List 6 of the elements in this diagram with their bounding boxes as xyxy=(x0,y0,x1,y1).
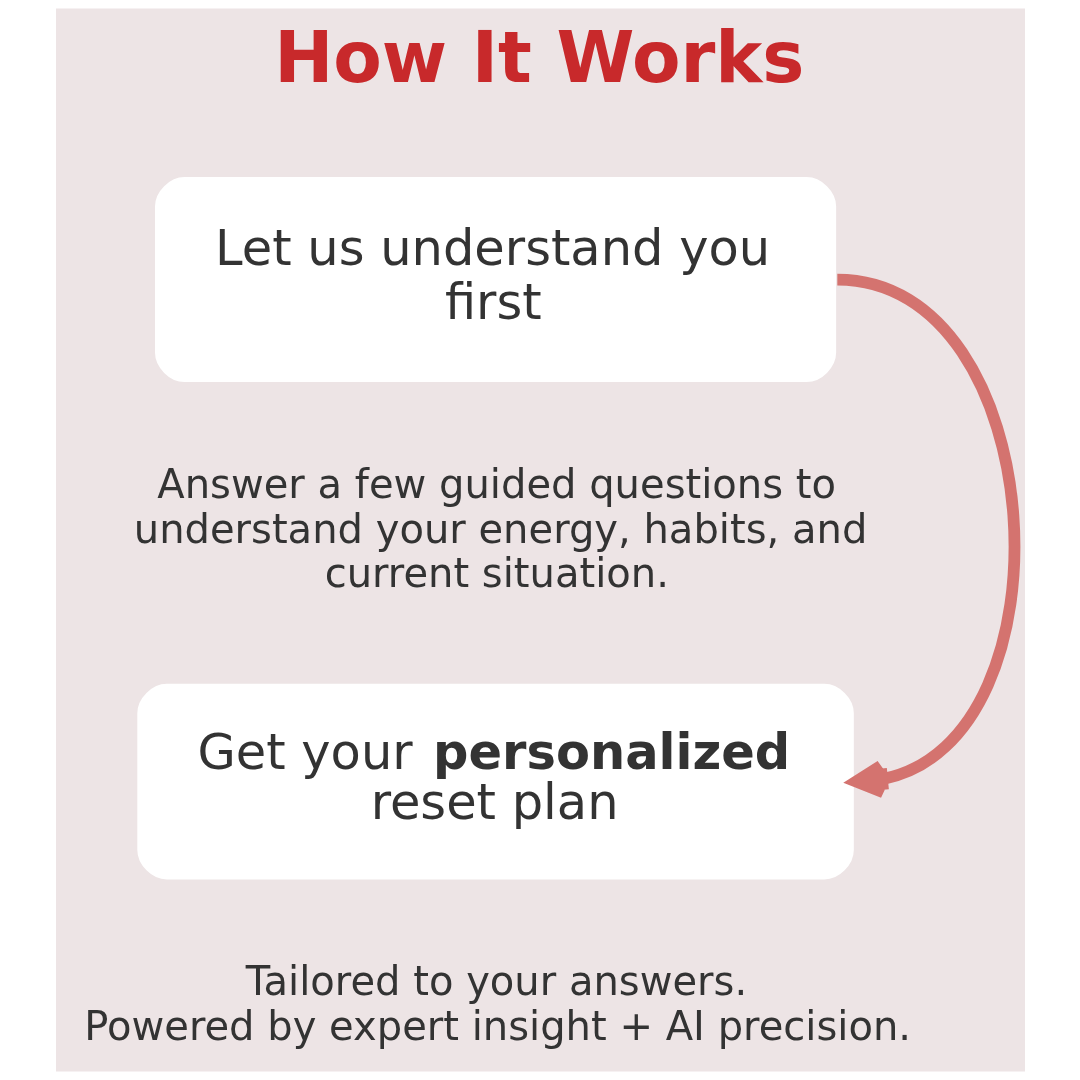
node-box: Get your personalized reset plan xyxy=(136,683,854,880)
node-label: Answer a few guided questions to understand your energy, habits, and current situation. xyxy=(133,460,867,597)
arrow xyxy=(835,273,1019,799)
diagram-title: How It Works xyxy=(273,15,804,99)
node-box: Let us understand you first xyxy=(154,177,836,383)
node-label: Tailored to your answers. xyxy=(245,958,747,1005)
